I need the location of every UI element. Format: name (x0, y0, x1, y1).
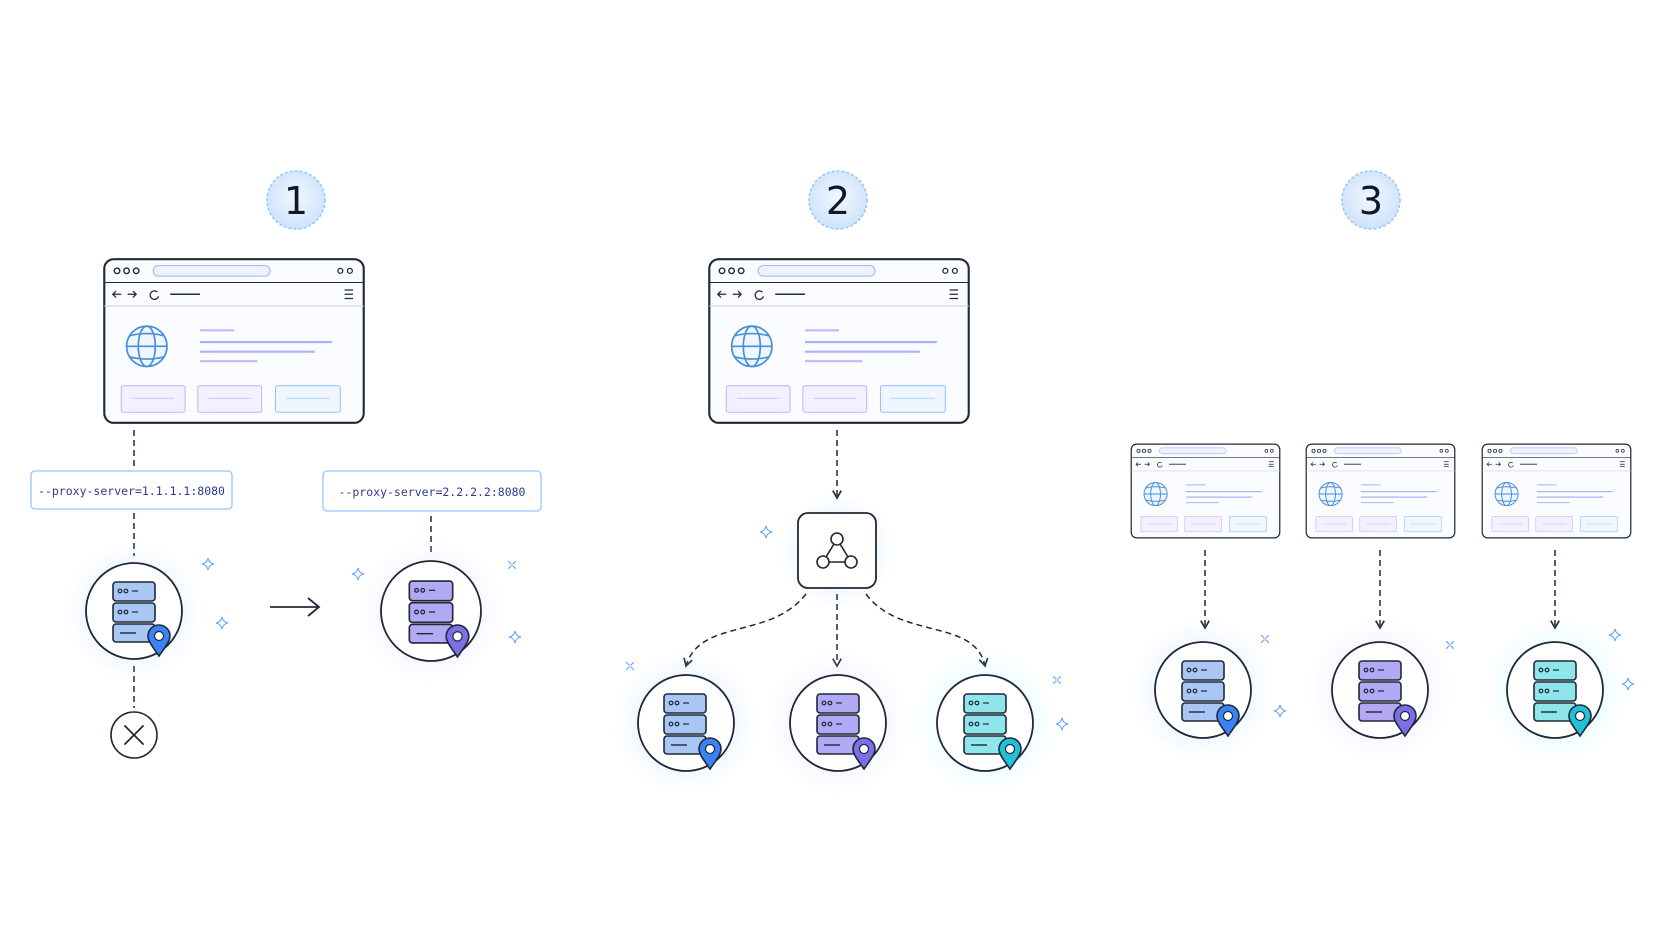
sparkle-icon (201, 557, 215, 571)
sparkle-icon (1052, 675, 1062, 685)
server-node-blue (1131, 618, 1275, 762)
browser-window-icon (1305, 443, 1456, 539)
network-triangle-icon (816, 532, 858, 569)
close-circle-icon (110, 711, 158, 759)
server-node-b (359, 539, 503, 683)
step-3-badge: 3 (1341, 170, 1401, 230)
sparkle-icon (508, 630, 522, 644)
sparkle-icon (351, 567, 365, 581)
sparkle-icon (625, 661, 635, 671)
sparkle-icon (215, 616, 229, 630)
server-node-blue (614, 651, 758, 795)
proxy-label-b-text: --proxy-server=2.2.2.2:8080 (339, 485, 526, 499)
server-node-purple (1308, 618, 1452, 762)
sparkle-icon (1608, 628, 1622, 642)
browser-window-icon (708, 258, 970, 424)
proxy-label-b: --proxy-server=2.2.2.2:8080 (322, 470, 542, 512)
sparkle-icon (1055, 717, 1069, 731)
arrow-right-icon (270, 597, 321, 617)
sparkle-icon (507, 560, 517, 570)
network-router-node (779, 493, 895, 609)
proxy-label-a-text: --proxy-server=1.1.1.1:8080 (38, 484, 225, 498)
server-node-teal (1483, 618, 1627, 762)
sparkle-icon (1260, 634, 1270, 644)
server-rack-icon (816, 693, 860, 755)
step-3-number: 3 (1359, 179, 1383, 223)
browser-window-icon (1481, 443, 1632, 539)
server-node-teal (913, 651, 1057, 795)
server-node-purple (766, 651, 910, 795)
sparkle-icon (1273, 704, 1287, 718)
browser-window-icon (1130, 443, 1281, 539)
step-2-number: 2 (826, 179, 850, 223)
sparkle-icon (1445, 640, 1455, 650)
step-1: 1 --proxy-server=1.1.1.1:8080 --proxy-se… (30, 170, 542, 759)
step-2-badge: 2 (808, 170, 868, 230)
sparkle-icon (759, 525, 773, 539)
step-2: 2 (614, 170, 1069, 795)
server-node-a (64, 541, 204, 681)
proxy-label-a: --proxy-server=1.1.1.1:8080 (30, 470, 233, 510)
step-1-badge: 1 (266, 170, 326, 230)
step-1-number: 1 (284, 179, 308, 223)
browser-window-icon (103, 258, 365, 424)
step-3: 3 (1130, 170, 1635, 762)
